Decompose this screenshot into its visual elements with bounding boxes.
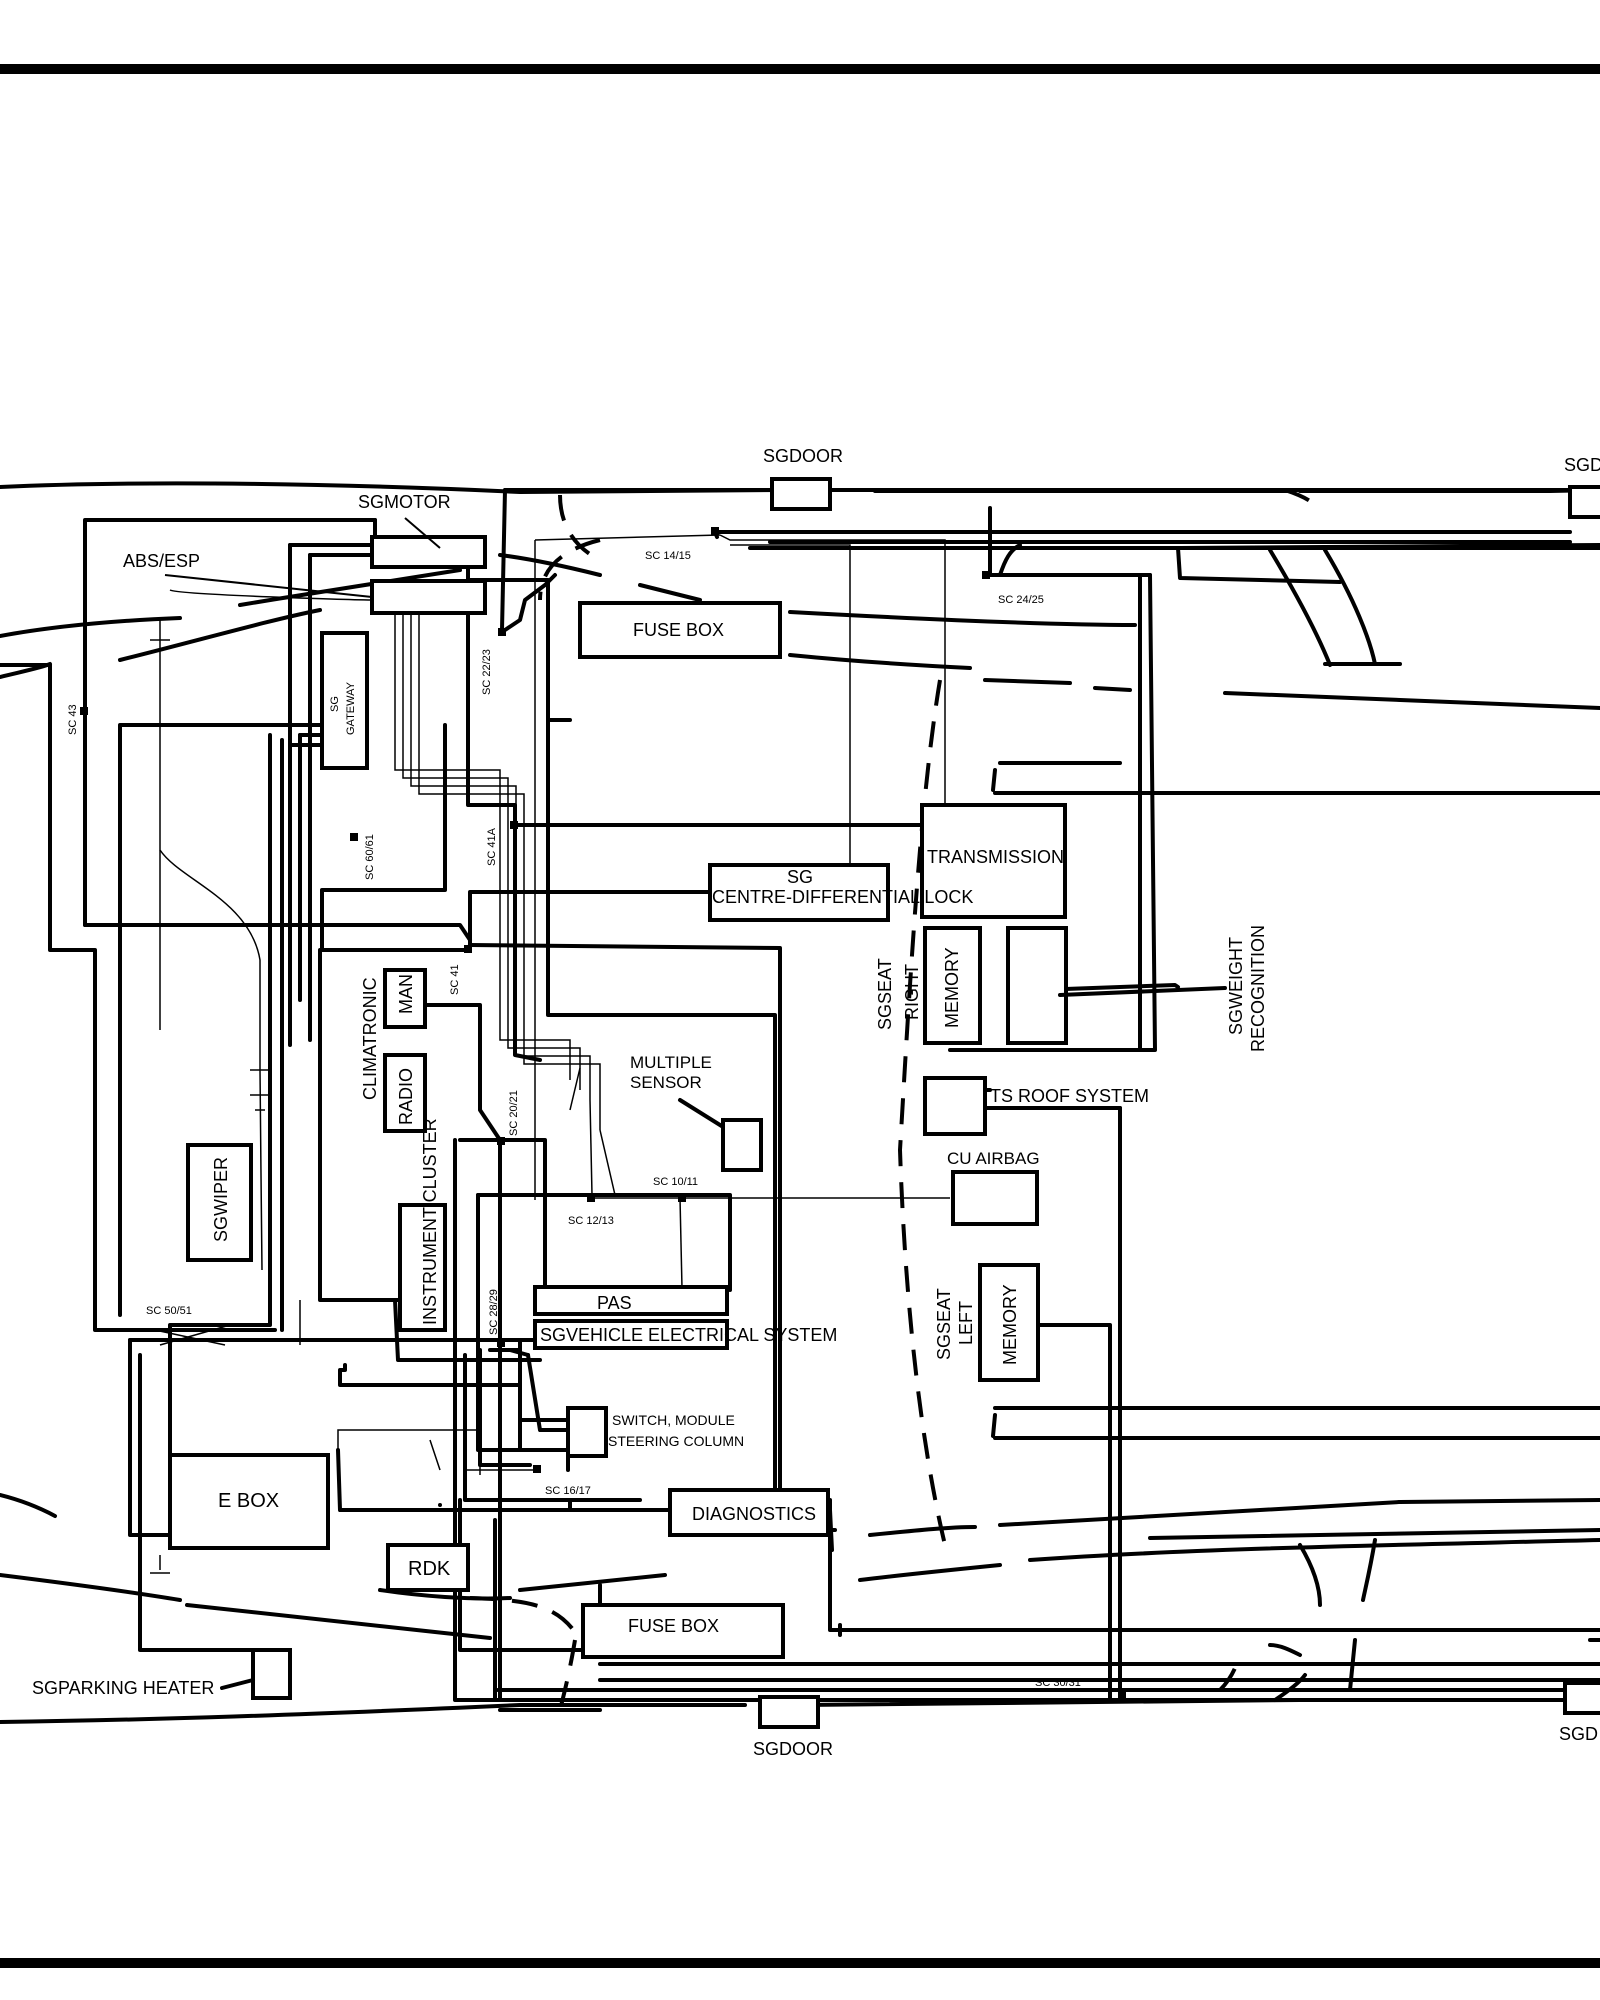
sc-16-17-label: SC 16/17 [545,1485,591,1497]
sg-door-bottom-right-label: SGD [1559,1724,1598,1744]
sg-vehicle-electrical-label: SGVEHICLE ELECTRICAL SYSTEM [540,1325,837,1345]
sg-parking-heater-label: SGPARKING HEATER [32,1678,214,1698]
transmission-label: TRANSMISSION [927,847,1064,867]
sgseat-left-label-2: LEFT [956,1301,976,1345]
fuse-box-top-label: FUSE BOX [633,620,724,640]
radio-box [383,1053,427,1133]
dashed-body-lines [469,488,1317,1711]
sg-cdl-box [708,863,890,922]
ts-roof-system-label: TS ROOF SYSTEM [990,1086,1149,1106]
instrument-cluster-label: INSTRUMENT CLUSTER [420,1118,440,1325]
multiple-sensor-box [721,1118,763,1172]
pas-box [533,1285,729,1316]
top-border-bar [0,64,1600,74]
e-box-label: E BOX [218,1490,279,1512]
climatronic-label: CLIMATRONIC [360,977,380,1100]
pas-label: PAS [597,1293,632,1313]
ts-roof-system-box [923,1076,987,1136]
sc-41-label: SC 41 [449,964,461,995]
sg-door-top-right-box [1568,485,1600,519]
sg-cdl-label-1: SG [787,867,813,887]
sg-cdl-label-2: CENTRE-DIFFERENTIAL LOCK [712,887,973,907]
sg-door-bottom-label: SGDOOR [753,1739,833,1759]
sc-30-31-label: SC 30/31 [1035,1677,1081,1689]
rdk-box [386,1543,470,1592]
sgweight-label-1: SGWEIGHT [1226,937,1246,1035]
sg-door-top-right-label: SGD [1564,455,1600,475]
memory-right-label: MEMORY [942,947,962,1028]
sc-28-29-label: SC 28/29 [488,1289,500,1335]
rdk-label: RDK [408,1558,451,1580]
sg-wiper-box [186,1143,253,1262]
sgweight-box [1006,926,1068,1045]
fuse-box-bottom-box [581,1603,785,1659]
sg-door-bottom-right-box [1563,1681,1600,1715]
abs-esp-label: ABS/ESP [123,551,200,571]
switch-module-label-2: STEERING COLUMN [608,1433,744,1449]
sgweight-label-2: RECOGNITION [1248,925,1268,1052]
sg-motor-box [370,535,487,569]
sc-60-61-label: SC 60/61 [364,834,376,880]
sg-gateway-label-1: SG [329,696,341,712]
sc-24-25-label: SC 24/25 [998,594,1044,606]
sg-door-top-box [770,477,832,511]
sg-door-top-label: SGDOOR [763,446,843,466]
fuse-box-bottom-label: FUSE BOX [628,1616,719,1636]
sgseat-right-label-1: SGSEAT [875,958,895,1030]
sg-wiper-label: SGWIPER [211,1157,231,1242]
sg-parking-heater-box [251,1648,292,1700]
sg-motor-label: SGMOTOR [358,492,451,512]
switch-module-box [566,1406,608,1458]
cu-airbag-label: CU AIRBAG [947,1149,1040,1168]
multiple-sensor-label-1: MULTIPLE [630,1053,712,1072]
fuse-box-top-box [578,601,782,659]
sc-12-13-label: SC 12/13 [568,1215,614,1227]
sgseat-right-label-2: RIGHT [902,964,922,1020]
diagnostics-box [668,1488,830,1537]
cu-airbag-box [951,1170,1039,1226]
radio-label: RADIO [396,1068,416,1125]
man-label: MAN [396,974,416,1014]
bottom-border-bar [0,1958,1600,1968]
sg-door-bottom-box [758,1695,820,1729]
sg-gateway-label-2: GATEWAY [345,681,357,735]
sc-22-23-label: SC 22/23 [481,649,493,695]
instrument-cluster-box [398,1203,447,1332]
sc-10-11-label: SC 10/11 [653,1176,698,1188]
memory-left-label: MEMORY [1000,1284,1020,1365]
sg-vehicle-electrical-box [533,1319,729,1350]
sc-41a-label: SC 41A [486,827,498,866]
transmission-box [920,803,1067,919]
memory-left-box [978,1263,1040,1382]
sc-50-51-label: SC 50/51 [146,1305,192,1317]
man-box [383,968,427,1029]
memory-right-box [923,926,982,1045]
thin-wiring [150,534,950,1574]
sc-20-21-label: SC 20/21 [508,1090,520,1136]
diagnostics-label: DIAGNOSTICS [692,1504,816,1524]
switch-module-label-1: SWITCH, MODULE [612,1412,735,1428]
multiple-sensor-label-2: SENSOR [630,1073,702,1092]
label-leaders [164,517,1227,1690]
junction-nodes [80,527,1126,1698]
sgseat-left-label-1: SGSEAT [934,1288,954,1360]
e-box-box [168,1453,330,1550]
sc-14-15-label: SC 14/15 [645,550,691,562]
wiring-harness [0,488,1600,1712]
sc-43-label: SC 43 [67,704,79,735]
sg-gateway-box [320,631,369,770]
abs-esp-box [370,579,487,615]
